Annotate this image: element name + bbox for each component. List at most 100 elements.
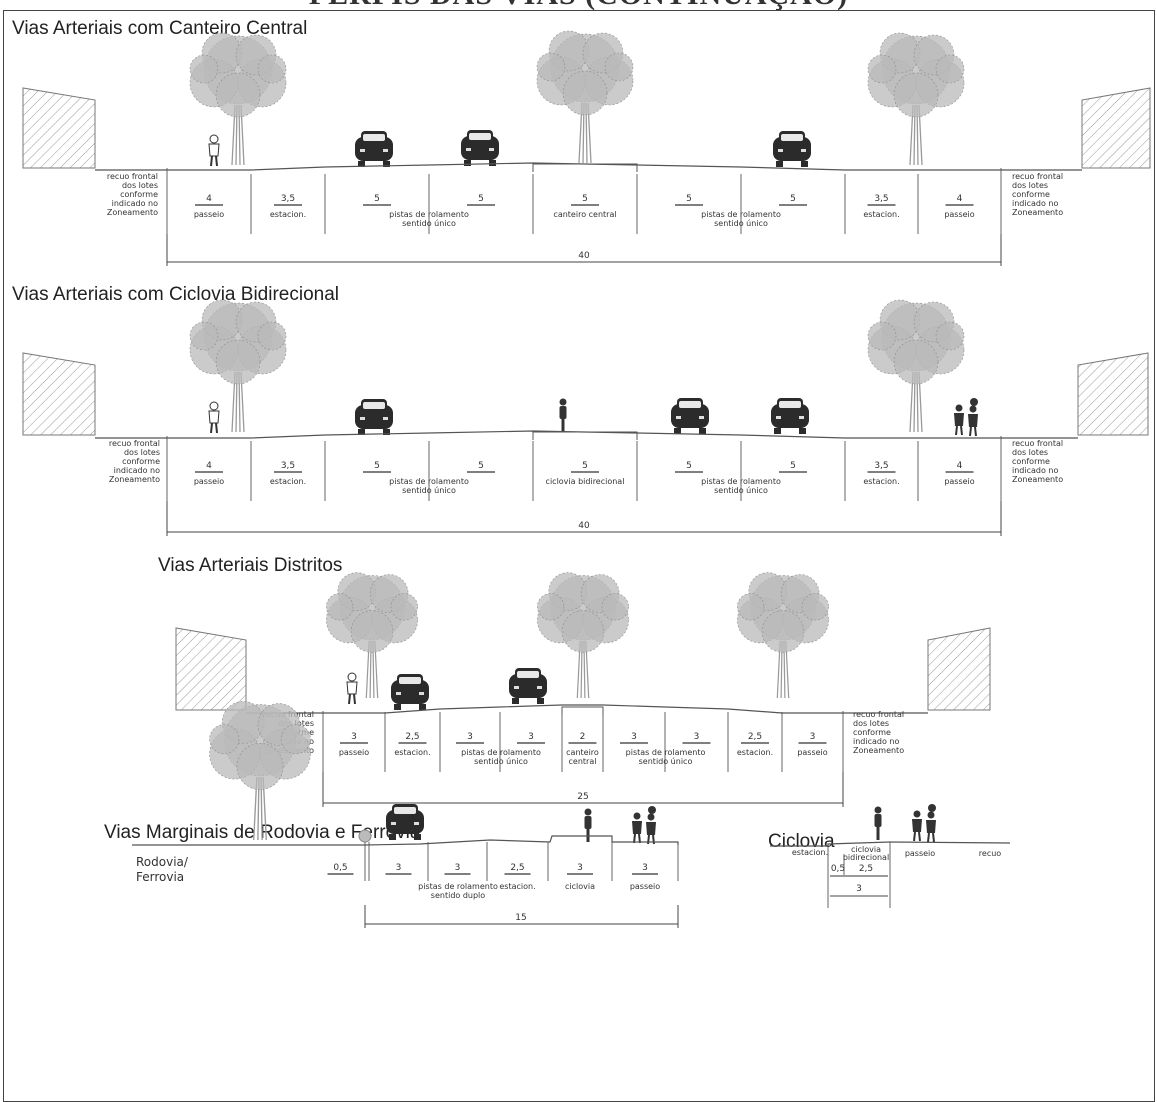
segment-width-value: 4 [957, 461, 963, 471]
building-icon [175, 627, 247, 711]
tree-icon [326, 572, 418, 699]
car-body [509, 674, 547, 698]
segment-width-value: 2,5 [405, 732, 419, 742]
person-head [969, 405, 977, 413]
recuo-label: recuo frontal [1012, 172, 1063, 181]
building-outline [1077, 352, 1149, 436]
car-window [363, 402, 385, 409]
building-outline [1081, 87, 1151, 169]
segment-width-value: 0,5 [831, 864, 845, 874]
segment-label: passeio [905, 849, 935, 858]
car-light [799, 416, 804, 419]
tree-icon [189, 32, 287, 166]
car-icon [771, 398, 809, 434]
person-head [927, 811, 935, 819]
segment-label: estacion. [863, 210, 899, 219]
car-body [391, 680, 429, 704]
segment-width-value: 3 [351, 732, 357, 742]
segment-width-value: 5 [374, 461, 380, 471]
lane-span-label: sentido único [474, 757, 528, 766]
segment-width-value: 3 [810, 732, 816, 742]
car-wheel [699, 428, 706, 434]
car-light [396, 692, 401, 695]
car-wheel [537, 698, 544, 704]
lane-span-label: sentido duplo [431, 891, 485, 900]
median-curb [532, 163, 638, 172]
tree-foliage [562, 70, 608, 116]
car-icon [386, 804, 424, 840]
car-window [469, 133, 491, 140]
segment-width-value: 5 [790, 461, 796, 471]
person-head [209, 401, 219, 411]
pedestrians-icon [970, 398, 978, 406]
section-heading-ciclovia: Ciclovia [768, 831, 835, 852]
person-body [646, 822, 656, 835]
segment-width-value: 2,5 [748, 732, 762, 742]
segment-label: passeio [339, 748, 369, 757]
tree-foliage [935, 321, 965, 351]
car-window [781, 134, 803, 141]
car-wheel [801, 161, 808, 167]
lane-span-label: pistas de rolamento [389, 210, 469, 219]
segment-width-value: 3,5 [874, 194, 888, 204]
person-leg [210, 422, 213, 434]
building-icon [22, 87, 96, 169]
ground-profile [246, 704, 928, 714]
person-leg [913, 831, 916, 842]
tree-foliage [257, 54, 287, 84]
car-light [360, 149, 365, 152]
car-light [778, 149, 783, 152]
recuo-label: indicado no [853, 737, 899, 746]
segment-label: passeio [194, 210, 224, 219]
person-head [955, 404, 963, 412]
recuo-label: recuo frontal [107, 172, 158, 181]
car-body [461, 136, 499, 160]
cyclist-icon [559, 398, 567, 432]
car-window [399, 677, 421, 684]
car-wheel [464, 160, 471, 166]
car-light [383, 149, 388, 152]
section-heading-canteiro: Vias Arteriais com Canteiro Central [12, 18, 308, 39]
tree-foliage [209, 724, 240, 755]
car-icon [355, 399, 393, 435]
person-body [632, 821, 642, 834]
segment-label: recuo [979, 849, 1002, 858]
cyclist-wheel [561, 419, 565, 432]
median-curb [561, 706, 604, 715]
pedestrian-icon [632, 812, 642, 844]
recuo-label: Zoneamento [853, 746, 904, 755]
person-leg [960, 425, 963, 436]
car-body [671, 404, 709, 428]
building-icon [22, 352, 96, 436]
car-body [771, 404, 809, 428]
car-window [517, 671, 539, 678]
tree-icon [867, 299, 965, 433]
tree-foliage [236, 743, 284, 790]
tree-foliage [601, 593, 629, 621]
lane-span-label: sentido único [402, 219, 456, 228]
segment-label: estacion. [270, 210, 306, 219]
person-head [633, 812, 641, 820]
segment-width-value: 5 [582, 461, 588, 471]
car-wheel [389, 834, 396, 840]
segment-width-value: 5 [374, 194, 380, 204]
pedestrian-icon [208, 134, 220, 167]
car-wheel [383, 429, 390, 435]
segment-width-value: 3 [528, 732, 534, 742]
segment-label: passeio [944, 477, 974, 486]
side-label: Rodovia/ [136, 855, 189, 869]
segment-label: estacion. [863, 477, 899, 486]
segment-width-value: 3 [455, 863, 461, 873]
tree-foliage [280, 724, 311, 755]
person-leg [647, 834, 650, 845]
segment-label: estacion. [394, 748, 430, 757]
segment-width-value: 4 [206, 461, 212, 471]
car-icon [509, 668, 547, 704]
recuo-label: dos lotes [122, 181, 158, 190]
lane-span-label: pistas de rolamento [418, 882, 498, 891]
segment-label: passeio [194, 477, 224, 486]
car-light [801, 149, 806, 152]
car-window [779, 401, 801, 408]
segment-width-value: 5 [686, 194, 692, 204]
car-icon [671, 398, 709, 434]
